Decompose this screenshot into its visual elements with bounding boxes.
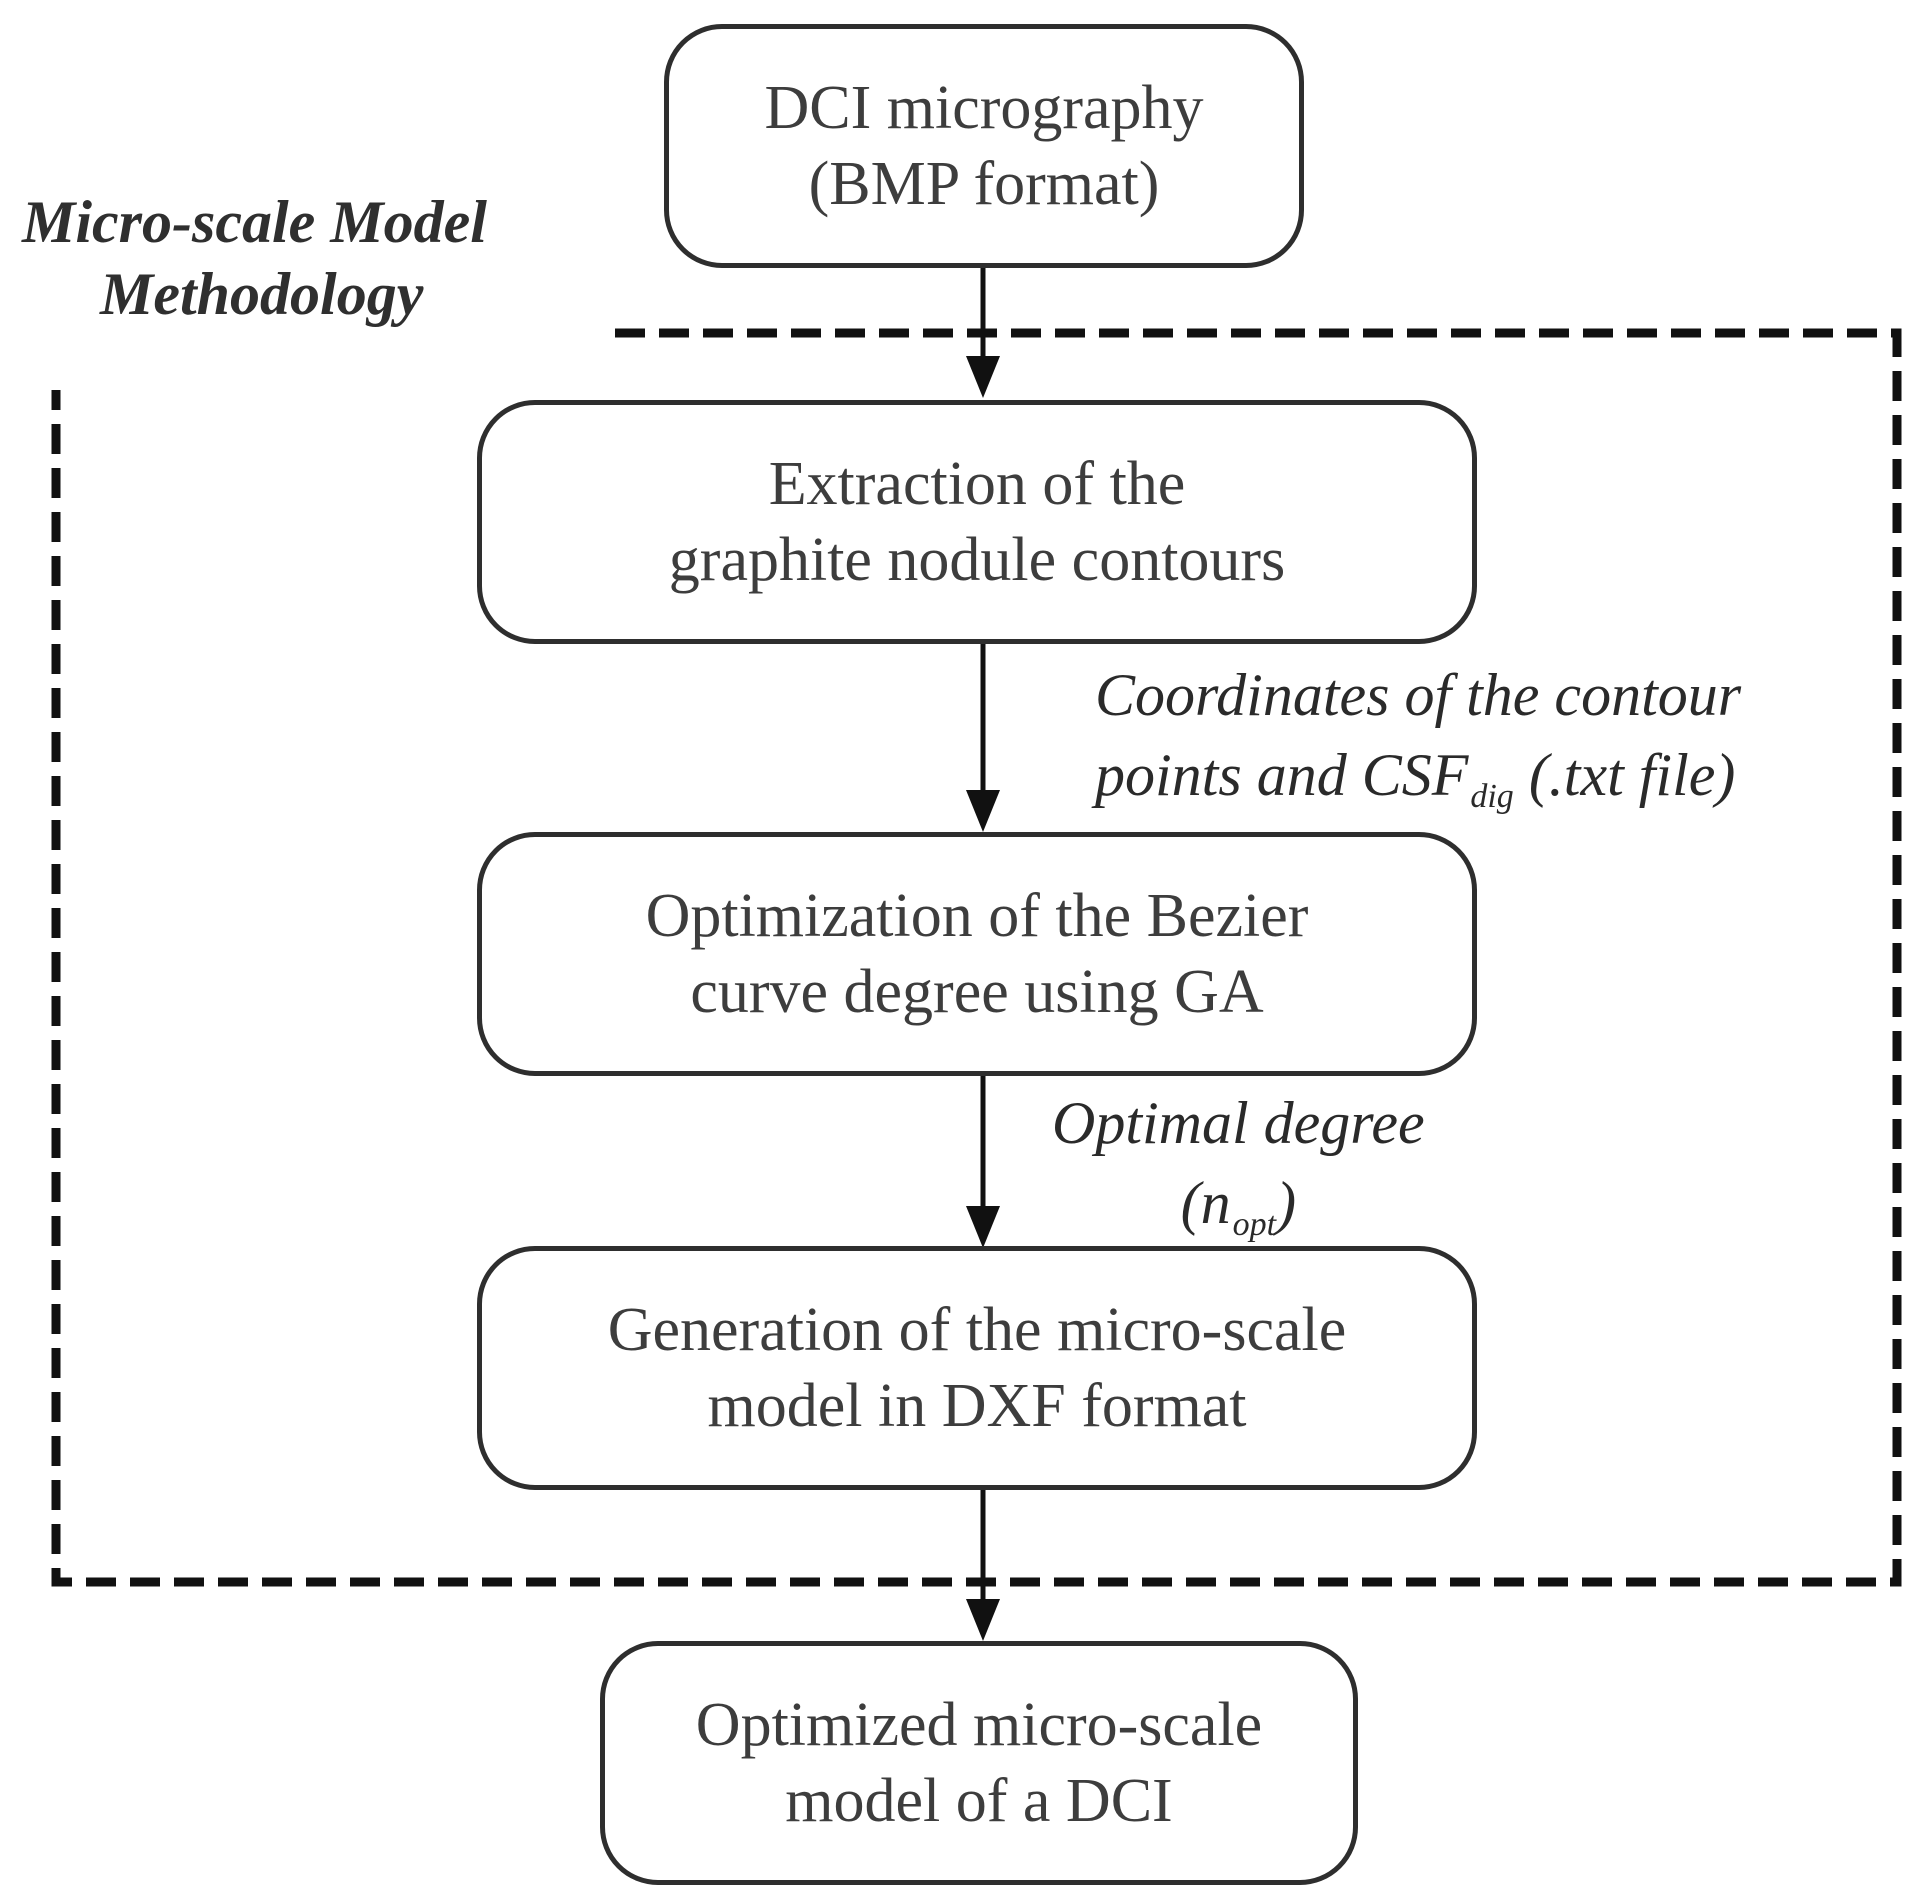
n-opt-subscript: opt — [1232, 1206, 1277, 1243]
edge-label-coordinates-line1: Coordinates of the contour — [1095, 662, 1742, 728]
csf-subscript: dig — [1470, 778, 1514, 815]
diagram-title-line1: Micro-scale Model — [22, 189, 487, 255]
node-optimization-line2: curve degree using GA — [690, 958, 1264, 1026]
arrowhead-micrography-to-extraction — [966, 356, 1000, 398]
node-generation-line2: model in DXF format — [707, 1372, 1247, 1440]
optimal-degree-line2-suffix: ) — [1276, 1170, 1297, 1236]
edge-label-coordinates: Coordinates of the contour points and CS… — [1095, 655, 1741, 837]
arrowhead-optimization-to-generation — [966, 1206, 1000, 1248]
edge-label-optimal-degree: Optimal degree (nopt) — [1052, 1083, 1425, 1265]
edge-label-coordinates-line2: points and CSFdig (.txt file) — [1095, 735, 1741, 837]
coordinates-line2-prefix: points and CSF — [1095, 742, 1469, 808]
arrowhead-extraction-to-optimization — [966, 790, 1000, 832]
optimal-degree-line2-prefix: (n — [1180, 1170, 1231, 1236]
coordinates-line2-suffix: (.txt file) — [1513, 742, 1736, 808]
methodology-dashed-frame — [51, 328, 1902, 1587]
node-extraction-line2: graphite nodule contours — [668, 526, 1286, 594]
node-dci-micrography-line2: (BMP format) — [808, 150, 1160, 218]
node-extraction-line1: Extraction of the — [768, 450, 1186, 518]
arrowhead-generation-to-optimized-model — [966, 1599, 1000, 1641]
node-dci-micrography: DCI micrography (BMP format) — [664, 24, 1304, 268]
node-generation-line1: Generation of the micro-scale — [607, 1296, 1347, 1364]
node-optimization-line1: Optimization of the Bezier — [645, 882, 1309, 950]
edge-label-optimal-degree-line2: (nopt) — [1052, 1163, 1425, 1265]
node-generation: Generation of the micro-scale model in D… — [477, 1246, 1477, 1490]
node-dci-micrography-line1: DCI micrography — [764, 74, 1204, 142]
diagram-title-line2: Methodology — [100, 261, 424, 327]
node-optimized-model: Optimized micro-scale model of a DCI — [600, 1641, 1358, 1885]
diagram-title: Micro-scale Model Methodology — [22, 186, 487, 330]
node-optimized-model-line1: Optimized micro-scale — [695, 1691, 1263, 1759]
node-extraction: Extraction of the graphite nodule contou… — [477, 400, 1477, 644]
node-optimization: Optimization of the Bezier curve degree … — [477, 832, 1477, 1076]
node-optimized-model-line2: model of a DCI — [785, 1767, 1173, 1835]
connector-arrows — [966, 268, 1000, 1641]
edge-label-optimal-degree-line1: Optimal degree — [1052, 1090, 1425, 1156]
